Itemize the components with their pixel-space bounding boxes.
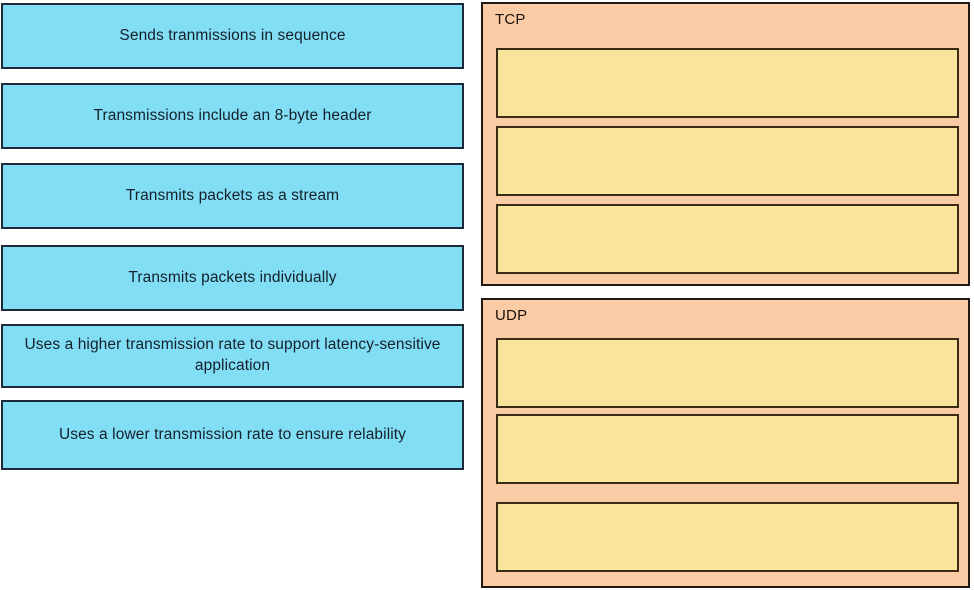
option-tile[interactable]: Transmits packets as a stream: [1, 163, 464, 229]
option-tile-label: Sends tranmissions in sequence: [119, 26, 346, 44]
drop-slot[interactable]: [496, 414, 959, 484]
option-tile[interactable]: Transmits packets individually: [1, 245, 464, 311]
drop-slot[interactable]: [496, 502, 959, 572]
option-tile[interactable]: Sends tranmissions in sequence: [1, 3, 464, 69]
option-tile-label: Uses a higher transmission rate to suppo…: [24, 336, 441, 374]
drop-panel-title: UDP: [495, 307, 528, 324]
option-tile-label: Uses a lower transmission rate to ensure…: [58, 425, 407, 443]
drop-panel-title: TCP: [495, 11, 526, 28]
options-column: Sends tranmissions in sequence Transmiss…: [0, 0, 467, 590]
drop-slot[interactable]: [496, 338, 959, 408]
option-tile[interactable]: Transmissions include an 8-byte header: [1, 83, 464, 149]
option-tile-label: Transmits packets individually: [128, 268, 337, 286]
drop-panel-udp[interactable]: UDP: [481, 298, 970, 588]
option-tile-label: Transmissions include an 8-byte header: [93, 106, 372, 124]
drop-slot[interactable]: [496, 204, 959, 274]
option-tile[interactable]: Uses a lower transmission rate to ensure…: [1, 400, 464, 470]
drop-targets-column: TCP UDP: [480, 0, 972, 590]
option-tile[interactable]: Uses a higher transmission rate to suppo…: [1, 324, 464, 388]
drop-panel-tcp[interactable]: TCP: [481, 2, 970, 286]
option-tile-label: Transmits packets as a stream: [125, 186, 340, 204]
drop-slot[interactable]: [496, 48, 959, 118]
drop-slot[interactable]: [496, 126, 959, 196]
